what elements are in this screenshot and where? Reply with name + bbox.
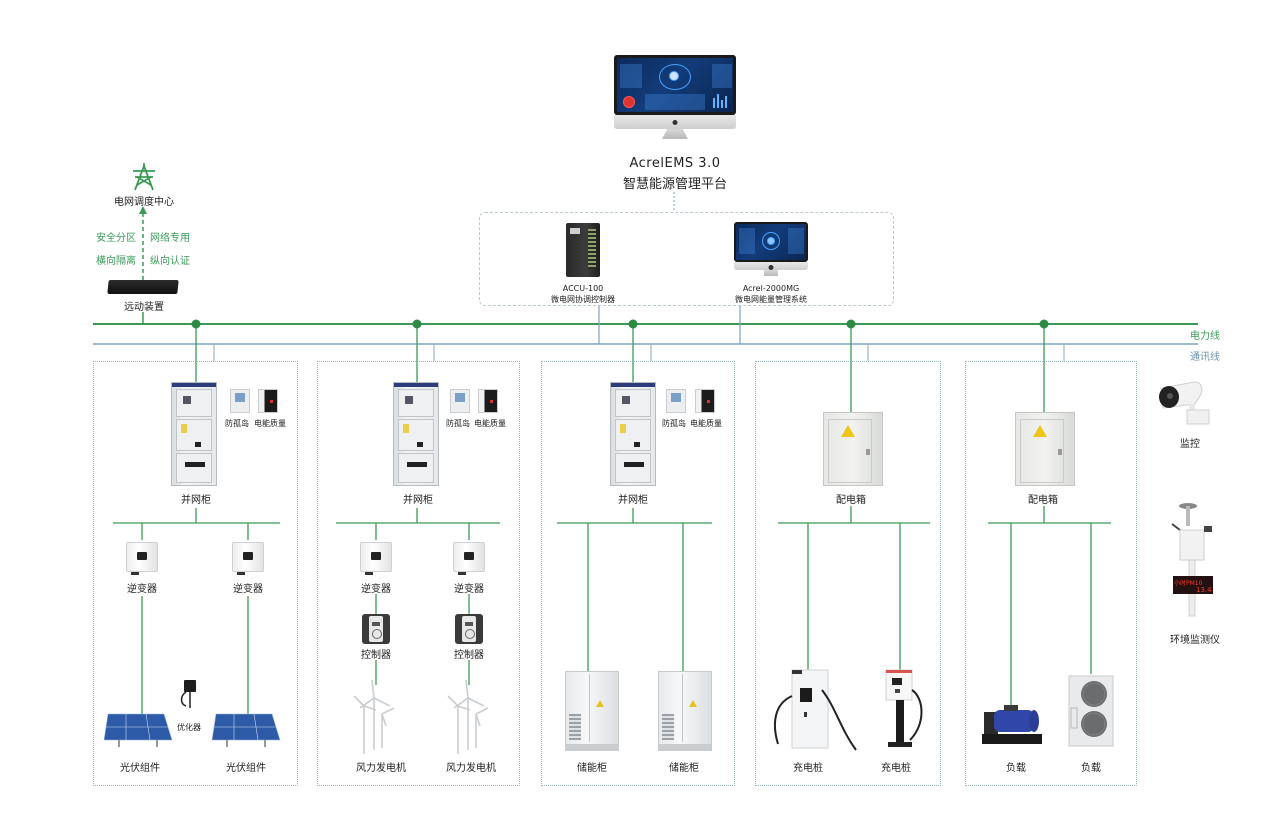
- wind-turbine-1: [353, 679, 395, 754]
- distribution-box-load: [1015, 412, 1075, 486]
- wind-controller-1: [362, 614, 390, 644]
- dedicated-network-label: 网络专用: [150, 233, 190, 244]
- distribution-box-label: 配电箱: [1028, 495, 1058, 506]
- ac-outdoor-unit-load: [1068, 675, 1114, 747]
- security-zoning-label: 安全分区: [96, 233, 136, 244]
- storage-cabinet-1: [565, 671, 619, 751]
- accu-model-label: ACCU-100: [562, 284, 604, 293]
- bus-node-wind: [412, 319, 422, 329]
- distribution-box-label: 配电箱: [836, 495, 866, 506]
- wind-turbine-2: [447, 679, 489, 754]
- power-quality-label: 电能质量: [254, 419, 286, 428]
- dc-charging-pile: [774, 669, 857, 751]
- ems-model-label: Acrel-2000MG: [742, 284, 800, 293]
- inverter-wind-2: [453, 542, 485, 575]
- wind-generator-label: 风力发电机: [356, 763, 406, 774]
- storage-cabinet-2: [658, 671, 712, 751]
- inverter-wind-1: [360, 542, 392, 575]
- rtu-label: 远动装置: [124, 302, 164, 313]
- solar-panel-2: [212, 713, 281, 747]
- ac-charging-pile: [885, 669, 923, 747]
- charging-pile-label: 充电桩: [793, 763, 823, 774]
- solar-panel-1: [104, 713, 173, 747]
- section-box-pv: [93, 361, 298, 786]
- power-quality-label: 电能质量: [690, 419, 722, 428]
- pv-module-label: 光伏组件: [226, 763, 266, 774]
- load-label: 负载: [1006, 763, 1026, 774]
- power-tower-icon: [133, 163, 155, 191]
- platform-screen: [614, 55, 736, 115]
- grid-cabinet-wind: [393, 382, 439, 486]
- grid-cabinet-label: 并网柜: [618, 495, 648, 506]
- grid-cabinet-label: 并网柜: [403, 495, 433, 506]
- anti-islanding-device-wind: [450, 389, 470, 413]
- controller-label: 控制器: [454, 650, 484, 661]
- anti-islanding-label: 防孤岛: [225, 419, 249, 428]
- charging-pile-label: 充电桩: [881, 763, 911, 774]
- section-box-storage: [541, 361, 735, 786]
- wind-controller-2: [455, 614, 483, 644]
- section-box-load: [965, 361, 1137, 786]
- optimizer-device: [180, 680, 196, 708]
- controller-label: 控制器: [361, 650, 391, 661]
- storage-cabinet-label: 储能柜: [577, 763, 607, 774]
- anti-islanding-label: 防孤岛: [446, 419, 470, 428]
- anti-islanding-label: 防孤岛: [662, 419, 686, 428]
- rtu-device: [107, 280, 179, 294]
- grid-cabinet-label: 并网柜: [181, 495, 211, 506]
- environment-monitor: [1171, 503, 1213, 617]
- motor-load: [982, 705, 1042, 744]
- bus-node-load: [1039, 319, 1049, 329]
- env-display-line-2: 13.4: [1196, 586, 1212, 594]
- ems-name-label: 微电网能量管理系统: [735, 295, 807, 304]
- wind-generator-label: 风力发电机: [446, 763, 496, 774]
- surveillance-camera: [1159, 381, 1210, 425]
- env-display-line-1: 小时PM10: [1174, 580, 1203, 587]
- pv-module-label: 光伏组件: [120, 763, 160, 774]
- grid-cabinet-pv: [171, 382, 217, 486]
- camera-label: 监控: [1180, 439, 1200, 450]
- vertical-auth-label: 纵向认证: [150, 256, 190, 267]
- inverter-pv-1: [126, 542, 158, 575]
- accu-100-device: [566, 223, 600, 277]
- load-label: 负载: [1081, 763, 1101, 774]
- inverter-label: 逆变器: [127, 584, 157, 595]
- inverter-pv-2: [232, 542, 264, 575]
- grid-cabinet-storage: [610, 382, 656, 486]
- platform-title: AcrelEMS 3.0: [629, 156, 721, 171]
- power-quality-label: 电能质量: [474, 419, 506, 428]
- inverter-label: 逆变器: [233, 584, 263, 595]
- acrel-2000mg-monitor: [734, 222, 808, 276]
- power-quality-device-storage: [695, 389, 715, 413]
- bus-node-charging: [846, 319, 856, 329]
- power-quality-device-pv: [258, 389, 278, 413]
- control-layer-box: [479, 212, 894, 306]
- power-quality-device-wind: [478, 389, 498, 413]
- inverter-label: 逆变器: [454, 584, 484, 595]
- legend-power-line: 电力线: [1190, 331, 1220, 342]
- anti-islanding-device-pv: [230, 389, 250, 413]
- grid-dispatch-label: 电网调度中心: [114, 197, 174, 208]
- section-box-charging: [755, 361, 941, 786]
- inverter-label: 逆变器: [361, 584, 391, 595]
- platform-subtitle: 智慧能源管理平台: [622, 177, 727, 192]
- env-monitor-label: 环境监测仪: [1170, 635, 1220, 646]
- horizontal-isolation-label: 横向隔离: [96, 256, 136, 267]
- dispatch-arrow: [139, 206, 147, 214]
- ems-platform-monitor: [614, 55, 736, 140]
- distribution-box-charging: [823, 412, 883, 486]
- optimizer-label: 优化器: [177, 723, 201, 732]
- bus-node-storage: [628, 319, 638, 329]
- accu-name-label: 微电网协调控制器: [551, 295, 615, 304]
- section-box-wind: [317, 361, 520, 786]
- anti-islanding-device-storage: [666, 389, 686, 413]
- bus-node-pv: [191, 319, 201, 329]
- legend-comm-line: 通讯线: [1190, 352, 1220, 363]
- storage-cabinet-label: 储能柜: [669, 763, 699, 774]
